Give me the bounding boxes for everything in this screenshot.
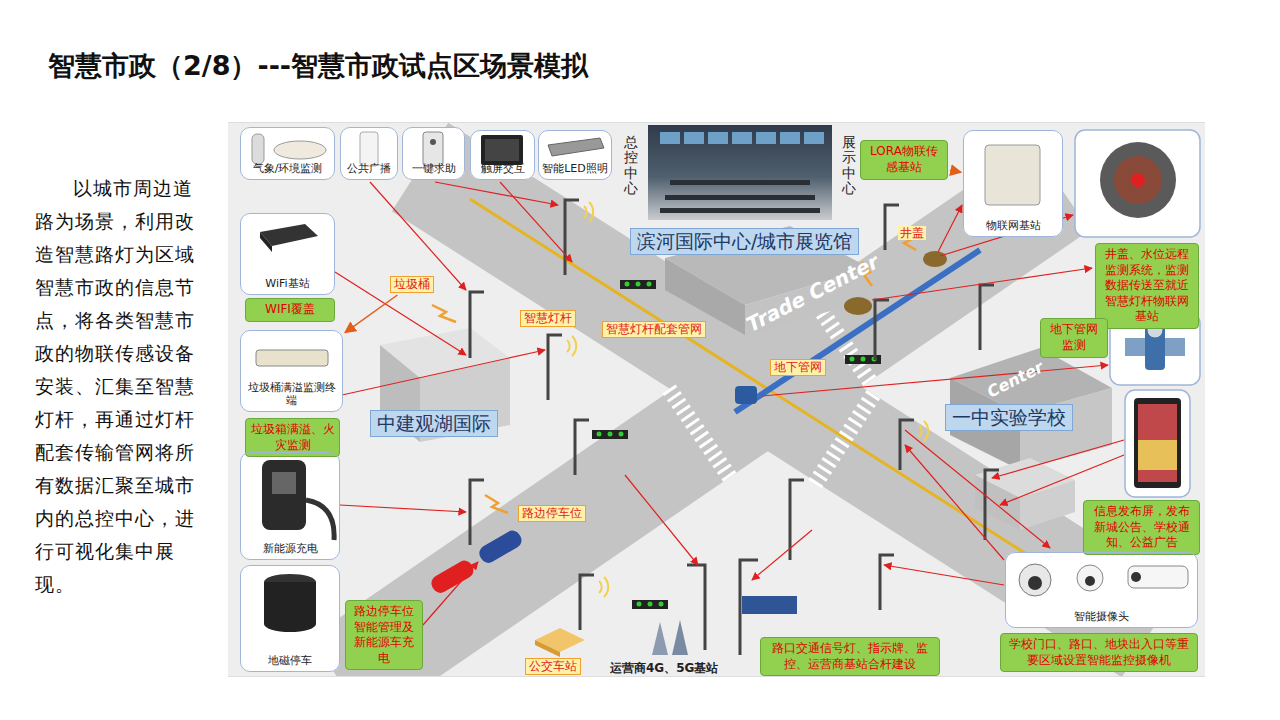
node-text: 信息发布屏，发布新城公告、学校通知、公益广告: [1088, 504, 1195, 551]
node-text: 一中实验学校: [952, 405, 1066, 430]
device-box: WiFi基站: [240, 213, 335, 295]
node-text: 智能LED照明: [542, 162, 608, 175]
node-text: 智慧灯杆: [524, 311, 572, 326]
callout-box: 地下管网监测: [1040, 318, 1108, 358]
device-box: 触屏交互: [470, 130, 535, 180]
scene-label: 井盖: [898, 226, 926, 240]
node-text: WiFi基站: [265, 277, 309, 290]
device-box: 新能源充电: [240, 452, 340, 560]
node-text: 垃圾箱满溢、火灾监测: [250, 422, 335, 453]
paragraph-text: 以城市周边道路为场景，利用改造智慧路灯为区域智慧市政的信息节点，将各类智慧市政的…: [35, 172, 211, 601]
scene-tag: 垃圾桶: [390, 276, 434, 293]
device-box: 智能LED照明: [538, 130, 612, 180]
antenna-label: 运营商4G、5G基站: [610, 660, 718, 677]
device-box: 垃圾桶满溢监测终端: [240, 330, 343, 412]
device-box: 智能摄像头: [1005, 552, 1198, 628]
device-box: 一键求助: [402, 127, 465, 180]
node-text: 滨河国际中心/城市展览馆: [637, 229, 852, 254]
node-text: 中建观湖国际: [377, 411, 491, 436]
building-label: 一中实验学校: [945, 404, 1073, 431]
node-text: 路口交通信号灯、指示牌、监控、运营商基站合杆建设: [765, 641, 935, 672]
node-text: 物联网基站: [986, 219, 1041, 232]
scene-tag: 智慧灯杆配套管网: [602, 321, 706, 338]
node-text: 垃圾桶满溢监测终端: [243, 381, 340, 407]
node-text: 地下管网: [774, 360, 822, 375]
device-box: 物联网基站: [963, 130, 1063, 237]
node-text: 路边停车位: [522, 506, 582, 521]
building-label: 滨河国际中心/城市展览馆: [630, 228, 859, 255]
node-text: 地磁停车: [268, 654, 312, 667]
callout-box: 路口交通信号灯、指示牌、监控、运营商基站合杆建设: [760, 637, 940, 676]
node-text: 智慧灯杆配套管网: [606, 322, 702, 337]
callout-box: LORA物联传感基站: [860, 140, 948, 180]
callout-box: 学校门口、路口、地块出入口等重要区域设置智能监控摄像机: [1000, 633, 1198, 672]
connector-arrow: [345, 295, 397, 333]
connector-arrow: [950, 170, 961, 172]
node-text: WIFI覆盖: [250, 302, 330, 318]
node-text: 垃圾桶: [394, 277, 430, 292]
callout-box: WIFI覆盖: [245, 298, 335, 322]
device-box: 气象/环境监测: [240, 127, 335, 180]
node-text: 一键求助: [412, 162, 456, 175]
vertical-label: 总控中心: [624, 135, 638, 197]
device-box: 公共广播: [340, 127, 398, 180]
node-text: 新能源充电: [263, 542, 318, 555]
node-text: 气象/环境监测: [253, 162, 323, 175]
node-text: LORA物联传感基站: [865, 144, 943, 175]
node-text: 触屏交互: [481, 162, 525, 175]
node-text: 公交车站: [529, 659, 577, 674]
scene-tag: 路边停车位: [518, 505, 586, 522]
page-title: 智慧市政（2/8）---智慧市政试点区场景模拟: [48, 48, 588, 84]
node-text: 智能摄像头: [1074, 610, 1129, 623]
node-text: 公共广播: [347, 162, 391, 175]
callout-box: 信息发布屏，发布新城公告、学校通知、公益广告: [1083, 500, 1200, 555]
scene-tag: 智慧灯杆: [520, 310, 576, 327]
vertical-label: 展示中心: [842, 135, 856, 197]
callout-box: 井盖、水位远程监测系统，监测数据传送至就近智慧灯杆物联网基站: [1095, 243, 1199, 329]
node-text: 井盖、水位远程监测系统，监测数据传送至就近智慧灯杆物联网基站: [1100, 247, 1194, 325]
device-box: 地磁停车: [240, 565, 340, 672]
scene-tag: 地下管网: [770, 359, 826, 376]
node-text: 地下管网监测: [1045, 322, 1103, 353]
node-text: 路边停车位智能管理及新能源车充电: [350, 604, 418, 666]
scene-tag: 公交车站: [525, 658, 581, 675]
building-label: 中建观湖国际: [370, 410, 498, 437]
node-text: 学校门口、路口、地块出入口等重要区域设置智能监控摄像机: [1005, 637, 1193, 668]
callout-box: 路边停车位智能管理及新能源车充电: [345, 600, 423, 670]
